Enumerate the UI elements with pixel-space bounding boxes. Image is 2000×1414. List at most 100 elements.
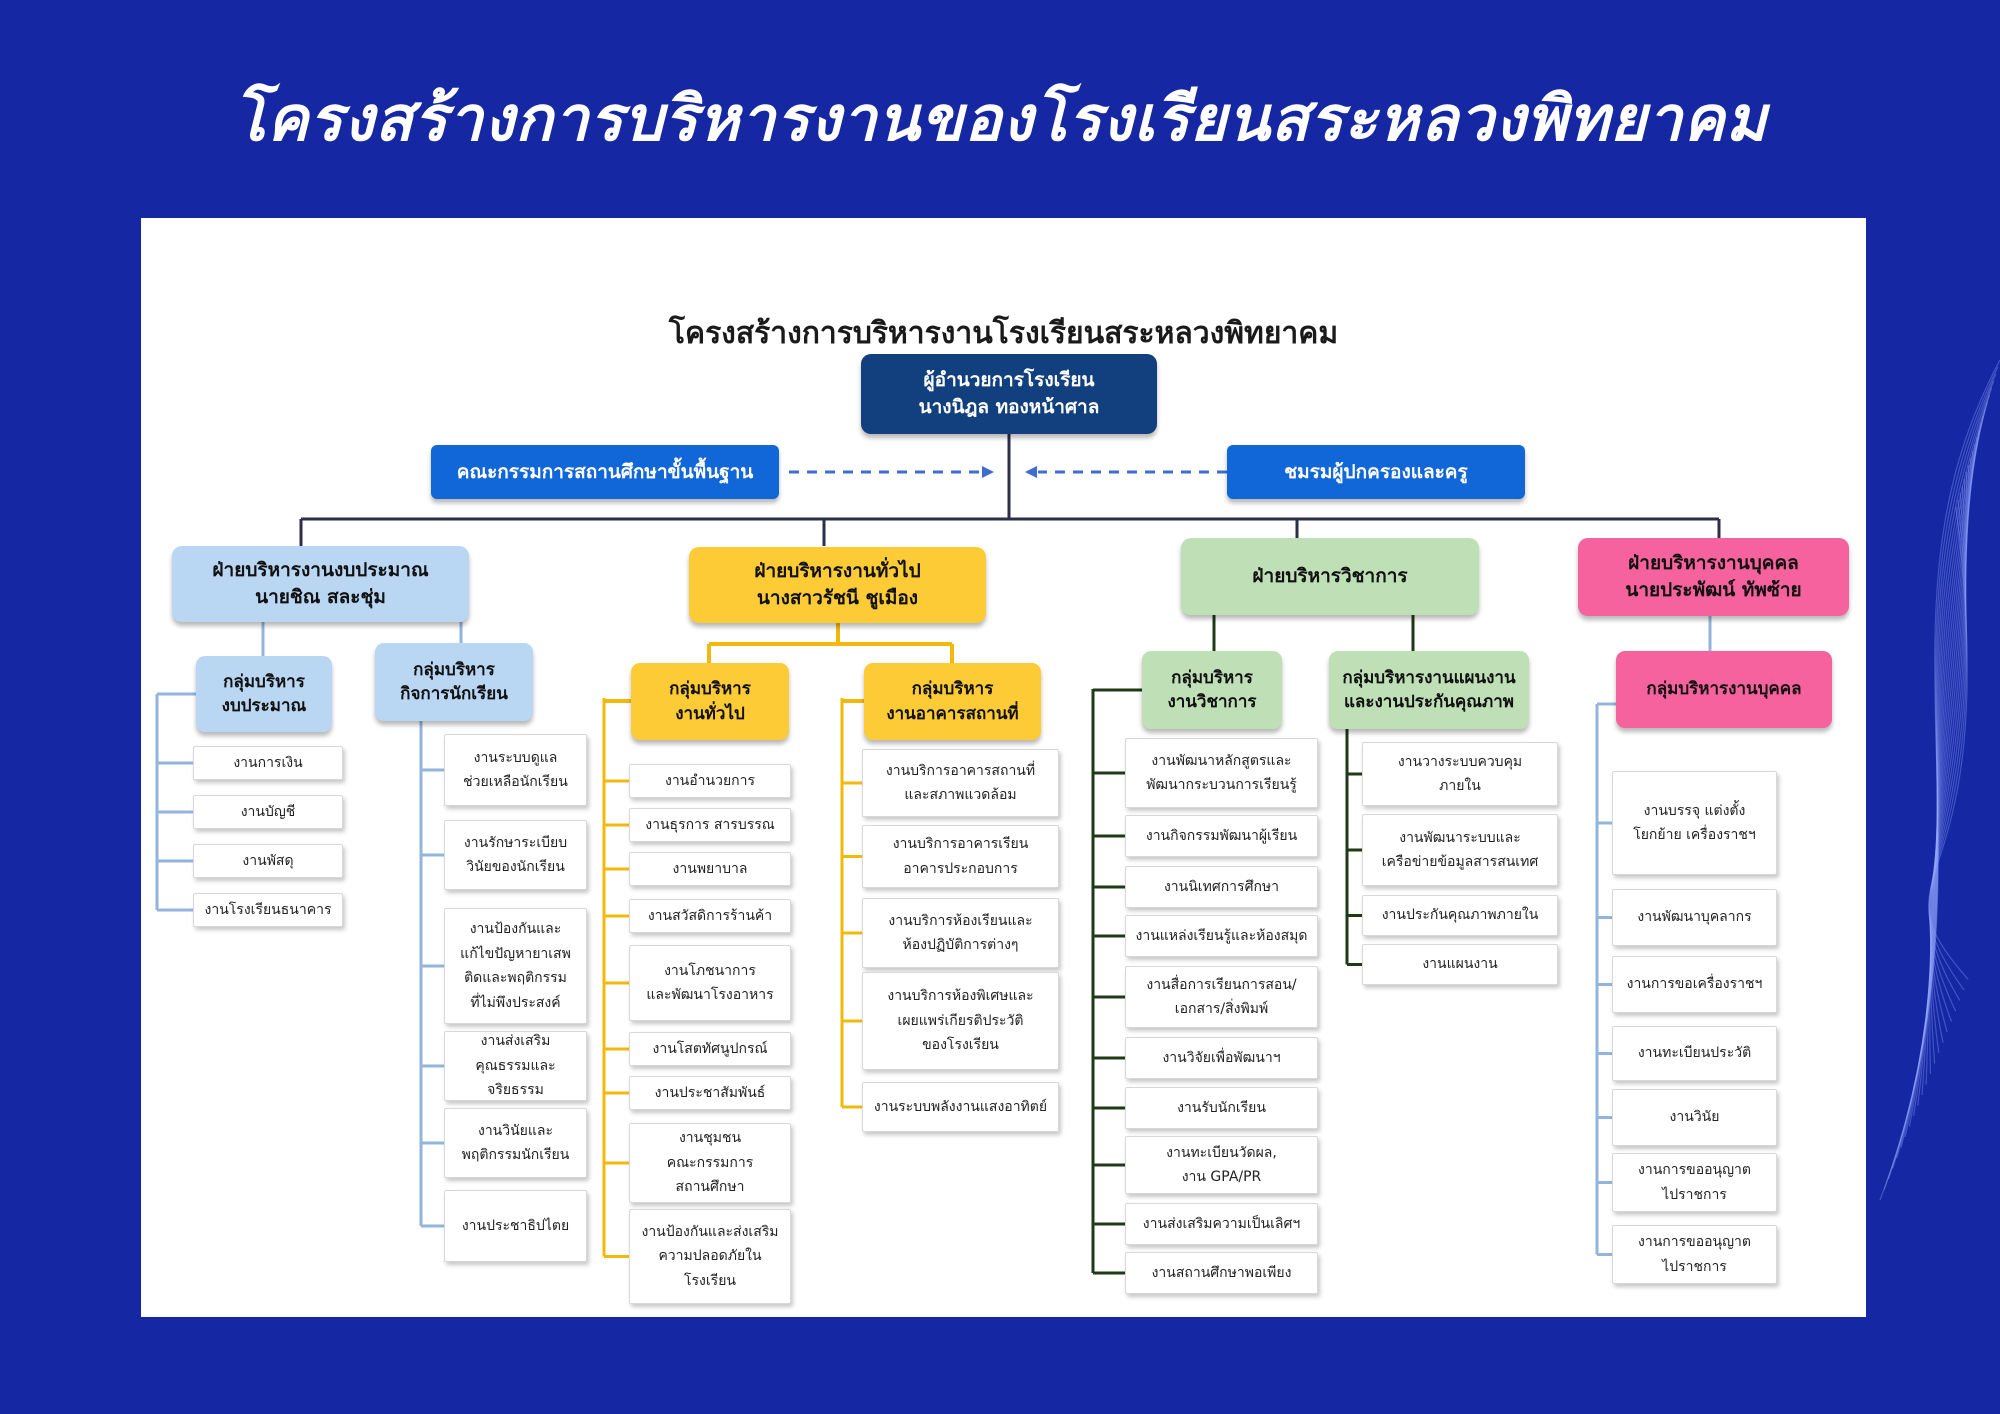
wave-line <box>1930 457 1972 1054</box>
general-group-title: กลุ่มบริหาร <box>669 679 751 700</box>
wave-line <box>1929 478 1967 1022</box>
wave-line <box>1929 471 1968 1033</box>
task-item-line: งานกิจกรรมพัฒนาผู้เรียน <box>1145 827 1298 844</box>
task-item-line: และสภาพแวดล้อม <box>904 787 1017 803</box>
task-item-line: ช่วยเหลือนักเรียน <box>463 774 568 790</box>
wave-line <box>1896 387 1993 1159</box>
wave-line <box>1913 415 1984 1117</box>
task-item-line: งานประชาสัมพันธ์ <box>654 1084 766 1101</box>
task-item-line: ห้องปฏิบัติการต่างๆ <box>902 937 1019 953</box>
planning-group-title: กลุ่มบริหารงานแผนงาน <box>1342 667 1516 688</box>
task-item-line: งานการขออนุญาต <box>1638 1234 1751 1250</box>
wave-line <box>1883 366 1999 1190</box>
task-item-line: งานทะเบียนประวัติ <box>1637 1045 1752 1062</box>
facilities-group-subtitle: งานอาคารสถานที่ <box>886 703 1019 724</box>
task-item-line: งานการเงิน <box>233 754 303 771</box>
task-item: งานอำนวยการ <box>629 764 791 798</box>
personnel-dept-title: ฝ่ายบริหารงานบุคคล <box>1628 552 1799 575</box>
page-title: โครงสร้างการบริหารงานของโรงเรียนสระหลวงพ… <box>232 82 1768 155</box>
task-item-line: งานประชาธิปไตย <box>461 1217 570 1234</box>
wave-line <box>1929 485 1967 1012</box>
task-item-line: งานนิเทศการศึกษา <box>1163 878 1280 895</box>
task-item-line: และพัฒนาโรงอาหาร <box>646 987 774 1003</box>
budget-dept-box: ฝ่ายบริหารงานงบประมาณ นายชิณ สละชุ่ม <box>172 546 469 622</box>
task-item-line: งานอำนวยการ <box>664 772 756 789</box>
task-item-line: คุณธรรมและ <box>475 1057 556 1074</box>
task-item-line: งานพัฒนาบุคลากร <box>1637 909 1752 926</box>
task-item: งานสื่อการเรียนการสอน/เอกสาร/สิ่งพิมพ์ <box>1125 966 1318 1028</box>
wave-line <box>1921 429 1980 1096</box>
task-item-line: งานชุมชน <box>678 1130 742 1147</box>
wave-line <box>1925 436 1978 1085</box>
task-item: งานการขออนุญาตไปราชการ <box>1612 1225 1777 1284</box>
task-item-line: โยกย้าย เครื่องราชฯ <box>1633 827 1756 843</box>
task-item: งานแผนงาน <box>1362 944 1558 985</box>
task-item: งานส่งเสริมความเป็นเลิศฯ <box>1125 1203 1318 1245</box>
task-item: งานทะเบียนวัดผล,งาน GPA/PR <box>1125 1136 1318 1194</box>
board-label: คณะกรรมการสถานศึกษาขั้นพื้นฐาน <box>456 460 754 483</box>
student-affairs-group-subtitle: กิจการนักเรียน <box>400 684 508 704</box>
task-item: งานโรงเรียนธนาคาร <box>193 893 343 927</box>
task-item: งานประชาธิปไตย <box>444 1190 587 1262</box>
task-item-line: งานวิจัยเพื่อพัฒนาฯ <box>1162 1049 1281 1066</box>
task-item-line: งานวินัย <box>1669 1109 1720 1126</box>
facilities-group-box: กลุ่มบริหาร งานอาคารสถานที่ <box>864 663 1041 740</box>
task-item: งานการเงิน <box>193 746 343 780</box>
task-item: งานป้องกันและส่งเสริมความปลอดภัยในโรงเรี… <box>629 1209 791 1304</box>
task-item-line: งานรับนักเรียน <box>1177 1099 1266 1116</box>
wave-line <box>1904 401 1988 1138</box>
task-item-line: งานธุรการ สารบรรณ <box>645 816 775 833</box>
wave-line <box>1928 506 1969 980</box>
task-item-line: งานวางระบบควบคุม <box>1397 753 1523 770</box>
task-item-line: งานบริการอาคารสถานที่ <box>885 762 1036 779</box>
task-item-line: อาคารประกอบการ <box>903 860 1018 877</box>
planning-group-subtitle: และงานประกันคุณภาพ <box>1343 692 1515 712</box>
director-box: ผู้อำนวยการโรงเรียน นางนิฎล ทองหน้าศาล <box>861 354 1157 434</box>
facilities-group-title: กลุ่มบริหาร <box>911 679 994 700</box>
task-item: งานบริการอาคารเรียนอาคารประกอบการ <box>862 825 1059 888</box>
task-item: งานพยาบาล <box>629 852 791 886</box>
task-item-line: งานโภชนาการ <box>664 962 756 979</box>
wave-line <box>1929 464 1970 1043</box>
general-dept-head: นางสาวรัชนี ชูเมือง <box>756 587 919 609</box>
task-item-line: งานพยาบาล <box>672 860 748 877</box>
task-item-line: งานพัฒนาหลักสูตรและ <box>1151 752 1292 769</box>
task-item-line: งานส่งเสริมความเป็นเลิศฯ <box>1142 1215 1301 1232</box>
task-item-line: จริยธรรม <box>487 1082 544 1099</box>
student-affairs-group-box: กลุ่มบริหาร กิจการนักเรียน <box>375 643 533 721</box>
task-item-line: โรงเรียน <box>684 1272 736 1289</box>
task-item: งานบริการห้องเรียนและห้องปฏิบัติการต่างๆ <box>862 898 1059 968</box>
student-affairs-group-title: กลุ่มบริหาร <box>413 659 495 680</box>
wave-line <box>1928 499 1968 991</box>
general-group-subtitle: งานทั่วไป <box>675 703 745 724</box>
budget-group-subtitle: งบประมาณ <box>221 696 307 716</box>
task-item-line: ที่ไม่พึงประสงค์ <box>470 994 561 1011</box>
task-item-line: วินัยของนักเรียน <box>466 859 565 875</box>
task-item-line: งานระบบดูแล <box>473 749 558 766</box>
academic-dept-box: ฝ่ายบริหารวิชาการ <box>1181 538 1479 615</box>
wave-line <box>1929 443 1976 1075</box>
wave-line <box>1929 450 1974 1064</box>
task-item: งานส่งเสริมคุณธรรมและจริยธรรม <box>444 1031 587 1101</box>
budget-dept-title: ฝ่ายบริหารงานงบประมาณ <box>212 559 429 582</box>
task-item-line: ไปราชการ <box>1662 1186 1727 1203</box>
task-item: งานป้องกันและแก้ไขปัญหายาเสพติดและพฤติกร… <box>444 908 587 1024</box>
task-item: งานพัฒนาระบบและเครือข่ายข้อมูลสารสนเทศ <box>1362 814 1558 886</box>
wave-line <box>1917 422 1982 1106</box>
task-item-line: ความปลอดภัยใน <box>658 1248 762 1265</box>
task-item-line: เผยแพร่เกียรติประวัติ <box>897 1012 1024 1029</box>
task-item: งานการขออนุญาตไปราชการ <box>1612 1153 1777 1212</box>
task-item: งานพัสดุ <box>193 844 343 878</box>
board-box: คณะกรรมการสถานศึกษาขั้นพื้นฐาน <box>431 445 779 499</box>
task-item: งานบรรจุ แต่งตั้งโยกย้าย เครื่องราชฯ <box>1612 771 1777 875</box>
budget-group-box: กลุ่มบริหาร งบประมาณ <box>196 656 332 732</box>
task-item-line: งานป้องกันและส่งเสริม <box>641 1223 779 1240</box>
task-item: งานประชาสัมพันธ์ <box>629 1076 791 1110</box>
task-item-line: เอกสาร/สิ่งพิมพ์ <box>1174 1001 1269 1017</box>
task-item-line: งานพัสดุ <box>242 852 294 869</box>
task-item-line: งานการขออนุญาต <box>1638 1162 1751 1178</box>
task-item-line: งานวินัยและ <box>477 1122 554 1139</box>
task-item: งานธุรการ สารบรรณ <box>629 808 791 842</box>
academic-group-subtitle: งานวิชาการ <box>1167 692 1257 712</box>
